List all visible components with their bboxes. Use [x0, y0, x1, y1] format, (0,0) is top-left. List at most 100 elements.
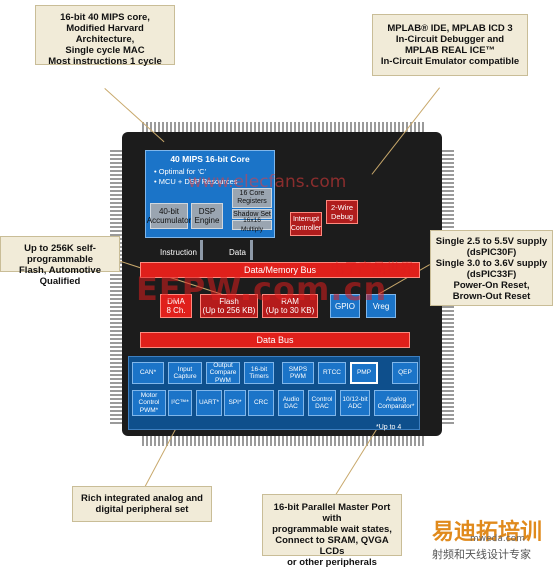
callout-core: 16-bit 40 MIPS core, Modified Harvard Ar…: [35, 5, 175, 67]
peripheral-qep: QEP: [392, 362, 418, 384]
watermark-chinese: 电子产品世界: [330, 261, 414, 277]
peripheral-label: CRC: [253, 399, 269, 407]
left-pins: [110, 148, 124, 424]
data-bus: Data Bus: [140, 332, 410, 348]
peripheral-label: Output Compare PWM: [209, 361, 237, 384]
callout-core-line: 16-bit 40 MIPS core,: [60, 12, 150, 23]
accumulator-block: 40-bit Accumulator: [146, 203, 192, 229]
multiply-label: 16x16 Multiply: [240, 217, 264, 233]
peripheral-label: SPI*: [228, 399, 242, 407]
callout-analog-line: Rich integrated analog and: [81, 493, 203, 504]
peripheral-label: Audio DAC: [282, 395, 300, 411]
dma-label: DMA: [167, 297, 185, 306]
callout-core-line: Most instructions 1 cycle: [48, 56, 162, 67]
peripheral-analog-comparator: Analog Comparator*: [374, 390, 418, 416]
footnote: *Up to 4: [376, 424, 402, 431]
data-memory-bus-label: Data/Memory Bus: [243, 264, 317, 275]
peripheral-label: Motor Control PWM*: [138, 391, 160, 414]
gpio-block: GPIO: [330, 294, 360, 318]
callout-core-line: Modified Harvard Architecture,: [66, 23, 144, 45]
vreg-label: Vreg: [372, 301, 390, 311]
ram-label: RAM: [281, 297, 299, 306]
watermark-bottom: 易迪拓培训: [432, 520, 543, 545]
registers-block: 16 Core Registers: [232, 188, 272, 208]
peripheral-10-12-bit-adc: 10/12-bit ADC: [340, 390, 370, 416]
data-bus-label: Data Bus: [256, 334, 294, 345]
peripheral-label: Control DAC: [311, 395, 333, 411]
peripheral-label: Input Capture: [173, 365, 197, 381]
dma-label: 8 Ch.: [166, 306, 186, 315]
callout-supply-line: Power-On Reset,: [453, 280, 530, 291]
peripheral-i-c: I²C™*: [168, 390, 192, 416]
callout-supply: Single 2.5 to 5.5V supply (dsPIC30F) Sin…: [430, 230, 553, 306]
accumulator-label: Accumulator: [146, 216, 192, 225]
top-pins: [142, 122, 424, 134]
peripheral-label: 10/12-bit ADC: [342, 395, 368, 411]
debug-label: 2-Wire: [330, 203, 354, 212]
callout-analog-line: digital peripheral set: [95, 504, 189, 515]
peripheral-can: CAN*: [132, 362, 164, 384]
callout-flash-line: Up to 256K self-programmable: [24, 243, 96, 265]
gpio-label: GPIO: [334, 301, 355, 311]
peripheral-spi: SPI*: [224, 390, 246, 416]
callout-pmp-line: or other peripherals: [287, 557, 377, 568]
flash-label: (Up to 256 KB): [202, 306, 256, 315]
accumulator-label: 40-bit: [158, 207, 179, 216]
callout-supply-line: Brown-Out Reset: [452, 291, 531, 302]
vreg-block: Vreg: [366, 294, 396, 318]
peripheral-smps-pwm: SMPS PWM: [282, 362, 314, 384]
callout-tools-line: MPLAB® IDE, MPLAB ICD 3: [387, 23, 513, 34]
peripheral-uart: UART*: [196, 390, 222, 416]
debug-block: 2-Wire Debug: [326, 200, 358, 224]
instruction-label: Instruction: [160, 248, 197, 257]
multiply-block: 16x16 Multiply: [232, 217, 272, 233]
peripheral-crc: CRC: [248, 390, 274, 416]
callout-tools: MPLAB® IDE, MPLAB ICD 3 In-Circuit Debug…: [372, 14, 528, 76]
core-bullet: • MCU + DSP Resources: [154, 177, 238, 186]
peripheral-label: I²C™*: [171, 399, 189, 407]
peripheral-output-compare-pwm: Output Compare PWM: [206, 362, 240, 384]
peripheral-input-capture: Input Capture: [168, 362, 202, 384]
ram-block: RAM (Up to 30 KB): [262, 294, 318, 318]
peripheral-label: RTCC: [323, 369, 341, 377]
instruction-arrow: [200, 240, 203, 260]
peripheral-label: UART*: [198, 399, 220, 407]
peripheral-label: PMP: [356, 369, 372, 377]
watermark-mid: EEPW.com.cn: [136, 270, 388, 308]
interrupt-label: Interrupt: [292, 216, 320, 223]
callout-pmp-line: 16-bit Parallel Master Port with: [273, 502, 391, 524]
callout-tools-line: In-Circuit Debugger and: [395, 34, 505, 45]
callout-flash: Up to 256K self-programmable Flash, Auto…: [0, 236, 120, 287]
watermark-top: www.elecfans.com: [188, 172, 347, 192]
peripheral-motor-control-pwm: Motor Control PWM*: [132, 390, 166, 416]
dsp-label: Engine: [194, 216, 220, 225]
peripheral-16-bit-timers: 16-bit Timers: [244, 362, 274, 384]
peripheral-rtcc: RTCC: [318, 362, 346, 384]
interrupt-label: Controller: [290, 225, 322, 232]
peripheral-label: CAN*: [139, 369, 157, 377]
dsp-engine-block: DSP Engine: [191, 203, 223, 229]
callout-analog: Rich integrated analog and digital perip…: [72, 486, 212, 522]
callout-pmp-line: programmable wait states,: [272, 524, 392, 535]
peripheral-control-dac: Control DAC: [308, 390, 336, 416]
callout-supply-line: (dsPIC30F): [466, 247, 517, 258]
registers-label: 16 Core: [239, 190, 265, 197]
dsp-label: DSP: [198, 207, 216, 216]
peripheral-label: 16-bit Timers: [249, 365, 269, 381]
shadow-set-block: Shadow Set: [232, 209, 272, 219]
shadow-label: Shadow Set: [233, 210, 271, 218]
peripheral-label: Analog Comparator*: [377, 395, 415, 411]
peripheral-audio-dac: Audio DAC: [278, 390, 304, 416]
watermark-bottom-sub: 射频和天线设计专家: [432, 548, 531, 561]
callout-pmp-line: Connect to SRAM, QVGA LCDs: [275, 535, 389, 557]
dma-block: DMA 8 Ch.: [160, 294, 192, 318]
callout-pmp: 16-bit Parallel Master Port with program…: [262, 494, 402, 568]
flash-label: Flash: [219, 297, 239, 306]
peripheral-label: QEP: [398, 369, 412, 377]
callout-tools-line: MPLAB REAL ICE™: [404, 45, 496, 56]
bottom-pins: [142, 434, 424, 446]
peripheral-pmp: PMP: [350, 362, 378, 384]
peripheral-label: SMPS PWM: [288, 365, 308, 381]
callout-supply-line: Single 2.5 to 5.5V supply: [435, 236, 548, 247]
core-bullet: • Optimal for ‘C’: [154, 167, 207, 176]
